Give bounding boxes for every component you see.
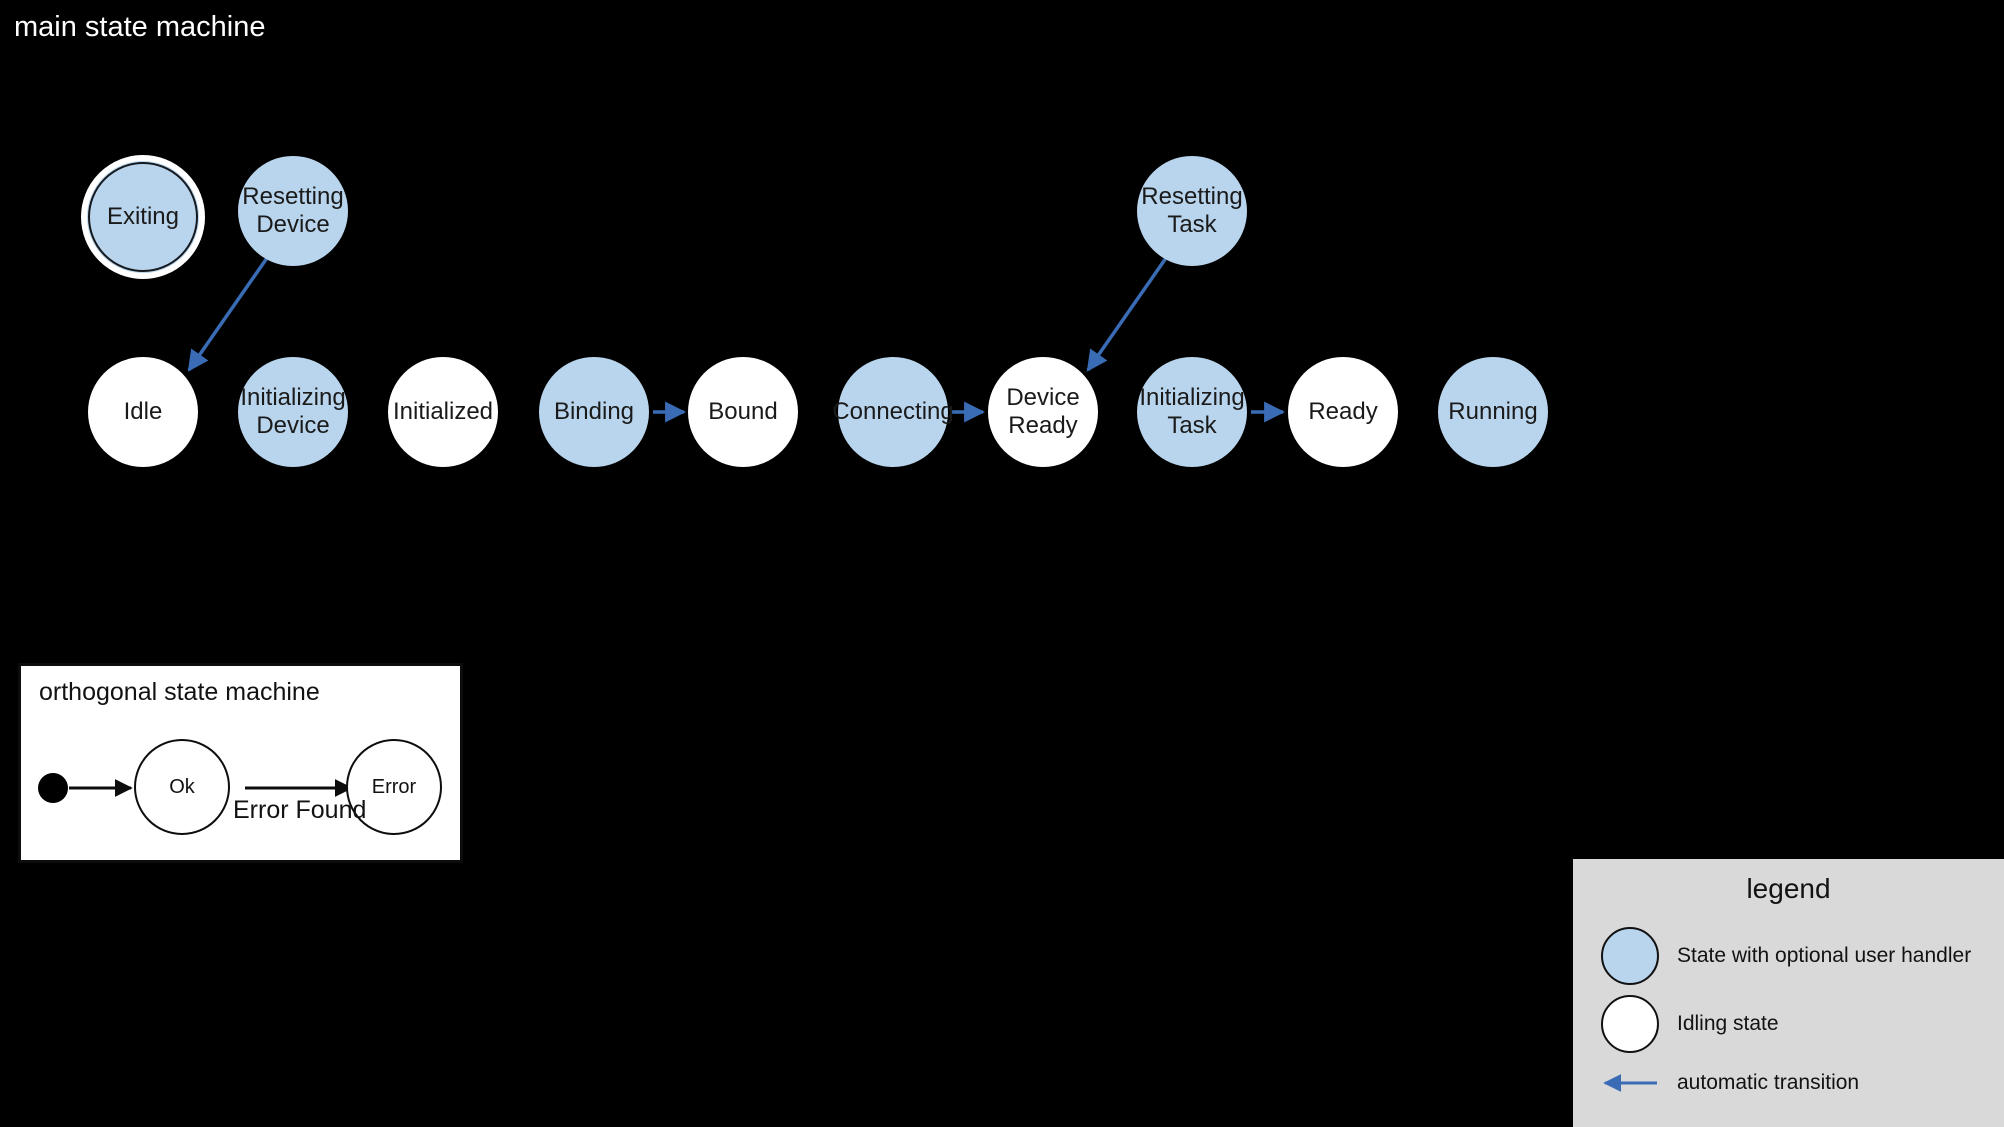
state-connecting-label: Connecting	[832, 398, 954, 425]
state-device-ready[interactable]: Device Ready	[988, 357, 1098, 467]
state-connecting[interactable]: Connecting	[832, 357, 954, 467]
legend-entry-idling-state: Idling state	[1601, 995, 1779, 1053]
legend-entry-automatic-transition: automatic transition	[1601, 1071, 1859, 1095]
legend-entry-handler-state: State with optional user handler	[1601, 927, 1971, 985]
state-binding[interactable]: Binding	[539, 357, 649, 467]
state-initializing-task-label: Initializing Task	[1139, 384, 1245, 439]
legend-panel: legend State with optional user handler …	[1573, 859, 2004, 1127]
state-ready[interactable]: Ready	[1288, 357, 1398, 467]
state-bound[interactable]: Bound	[688, 357, 798, 467]
state-initializing-device-label: Initializing Device	[240, 384, 346, 439]
state-idle[interactable]: Idle	[88, 357, 198, 467]
legend-automatic-transition-arrow-icon	[1603, 1074, 1657, 1092]
page-title: main state machine	[14, 11, 266, 43]
state-idle-label: Idle	[123, 398, 163, 425]
orthogonal-state-ok[interactable]: Ok	[134, 739, 230, 835]
state-initializing-device[interactable]: Initializing Device	[238, 357, 348, 467]
orthogonal-state-error[interactable]: Error	[346, 739, 442, 835]
state-exiting-inner-ring: Exiting	[88, 162, 198, 272]
legend-handler-state-text: State with optional user handler	[1677, 944, 1972, 967]
state-bound-label: Bound	[708, 398, 778, 425]
legend-title: legend	[1746, 873, 1831, 904]
legend-automatic-transition-text: automatic transition	[1677, 1071, 1860, 1094]
state-binding-label: Binding	[553, 398, 635, 425]
transition-resetting-task-to-device-ready	[1086, 256, 1168, 372]
orthogonal-initial-state-dot	[38, 773, 68, 803]
state-exiting[interactable]: Exiting	[81, 155, 205, 279]
state-resetting-device-label: Resetting Device	[242, 183, 344, 238]
state-exiting-label: Exiting	[106, 203, 180, 230]
orthogonal-state-ok-label: Ok	[169, 775, 195, 798]
state-ready-label: Ready	[1308, 398, 1378, 425]
state-initialized[interactable]: Initialized	[388, 357, 498, 467]
orthogonal-panel-title: orthogonal state machine	[39, 678, 320, 706]
state-resetting-device[interactable]: Resetting Device	[238, 156, 348, 266]
state-device-ready-label: Device Ready	[1006, 384, 1080, 439]
state-running[interactable]: Running	[1438, 357, 1548, 467]
transition-resetting-device-to-idle	[187, 256, 269, 372]
state-running-label: Running	[1448, 398, 1538, 425]
state-initialized-label: Initialized	[392, 398, 494, 425]
state-resetting-task[interactable]: Resetting Task	[1137, 156, 1247, 266]
state-initializing-task[interactable]: Initializing Task	[1137, 357, 1247, 467]
orthogonal-transition-label-error-found: Error Found	[233, 796, 367, 824]
legend-idling-state-swatch-icon	[1601, 995, 1659, 1053]
orthogonal-state-machine-panel: orthogonal state machine Ok Error Error …	[18, 663, 463, 863]
orthogonal-state-error-label: Error	[371, 775, 417, 798]
legend-idling-state-text: Idling state	[1677, 1012, 1779, 1035]
state-resetting-task-label: Resetting Task	[1141, 183, 1243, 238]
legend-handler-state-swatch-icon	[1601, 927, 1659, 985]
